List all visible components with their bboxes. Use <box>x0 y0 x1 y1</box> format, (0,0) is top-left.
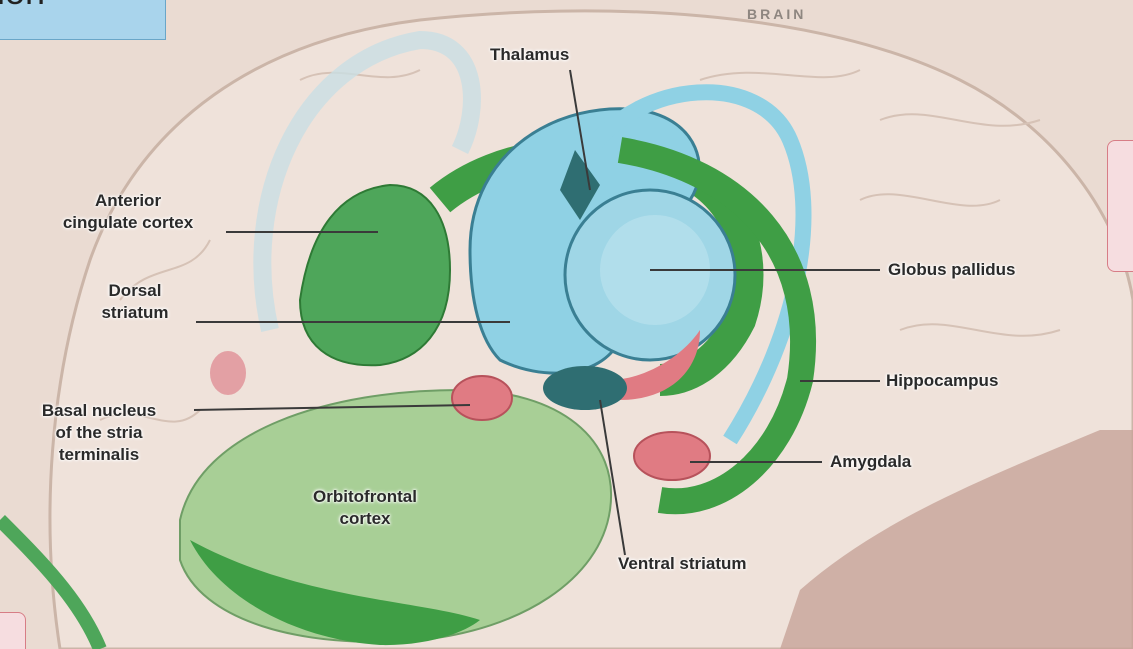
label-amygdala: Amygdala <box>830 451 911 473</box>
side-tab-right <box>1107 140 1133 272</box>
label-basal-line1: Basal nucleus <box>4 400 194 422</box>
brain-header-label: BRAIN <box>747 6 806 22</box>
label-anterior-cingulate: Anterior cingulate cortex <box>28 190 228 234</box>
title-fragment: ion <box>0 0 45 13</box>
label-hippocampus: Hippocampus <box>886 370 998 392</box>
amygdala-shape <box>634 432 710 480</box>
side-tab-bottom <box>0 612 26 649</box>
label-globus-pallidus: Globus pallidus <box>888 259 1016 281</box>
label-orbitofrontal-line1: Orbitofrontal <box>290 486 440 508</box>
label-orbitofrontal: Orbitofrontal cortex <box>290 486 440 530</box>
ventral-striatum-shape <box>543 366 627 410</box>
label-dorsal-striatum: Dorsal striatum <box>80 280 190 324</box>
label-anterior-line2: cingulate cortex <box>28 212 228 234</box>
label-basal-nucleus: Basal nucleus of the stria terminalis <box>4 400 194 466</box>
label-anterior-line1: Anterior <box>28 190 228 212</box>
label-dorsal-line1: Dorsal <box>80 280 190 302</box>
basal-nucleus-shape <box>452 376 512 420</box>
label-ventral-striatum: Ventral striatum <box>618 553 747 575</box>
label-basal-line3: terminalis <box>4 444 194 466</box>
label-basal-line2: of the stria <box>4 422 194 444</box>
label-thalamus: Thalamus <box>490 44 569 66</box>
label-orbitofrontal-line2: cortex <box>290 508 440 530</box>
left-pink-blob <box>210 351 246 395</box>
title-panel: ion <box>0 0 166 40</box>
label-dorsal-line2: striatum <box>80 302 190 324</box>
